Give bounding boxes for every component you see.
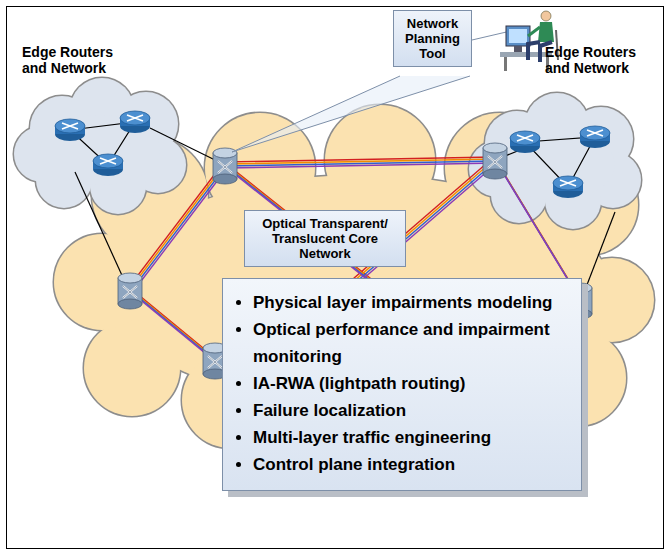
bullet-list: Physical layer impairments modelingOptic… (231, 289, 571, 478)
label-box: Optical Transparent/ Translucent Core Ne… (244, 210, 406, 267)
tool-box: Network Planning Tool (393, 10, 472, 67)
bullet-item: Physical layer impairments modeling (253, 289, 571, 316)
bullet-item: Control plane integration (253, 451, 571, 478)
box-text: Network Planning Tool (398, 16, 467, 61)
bullet-item: Multi-layer traffic engineering (253, 424, 571, 451)
cloud-heading: Edge Routers and Network (545, 44, 663, 76)
cloud-heading: Edge Routers and Network (22, 44, 140, 76)
bullet-item: IA-RWA (lightpath routing) (253, 370, 571, 397)
bullet-item: Failure localization (253, 397, 571, 424)
heading-text: Edge Routers and Network (545, 44, 663, 76)
box-text: Optical Transparent/ Translucent Core Ne… (249, 216, 401, 261)
bullet-box: Physical layer impairments modelingOptic… (222, 278, 582, 491)
bullet-item: Optical performance and impairment monit… (253, 316, 571, 370)
heading-text: Edge Routers and Network (22, 44, 140, 76)
